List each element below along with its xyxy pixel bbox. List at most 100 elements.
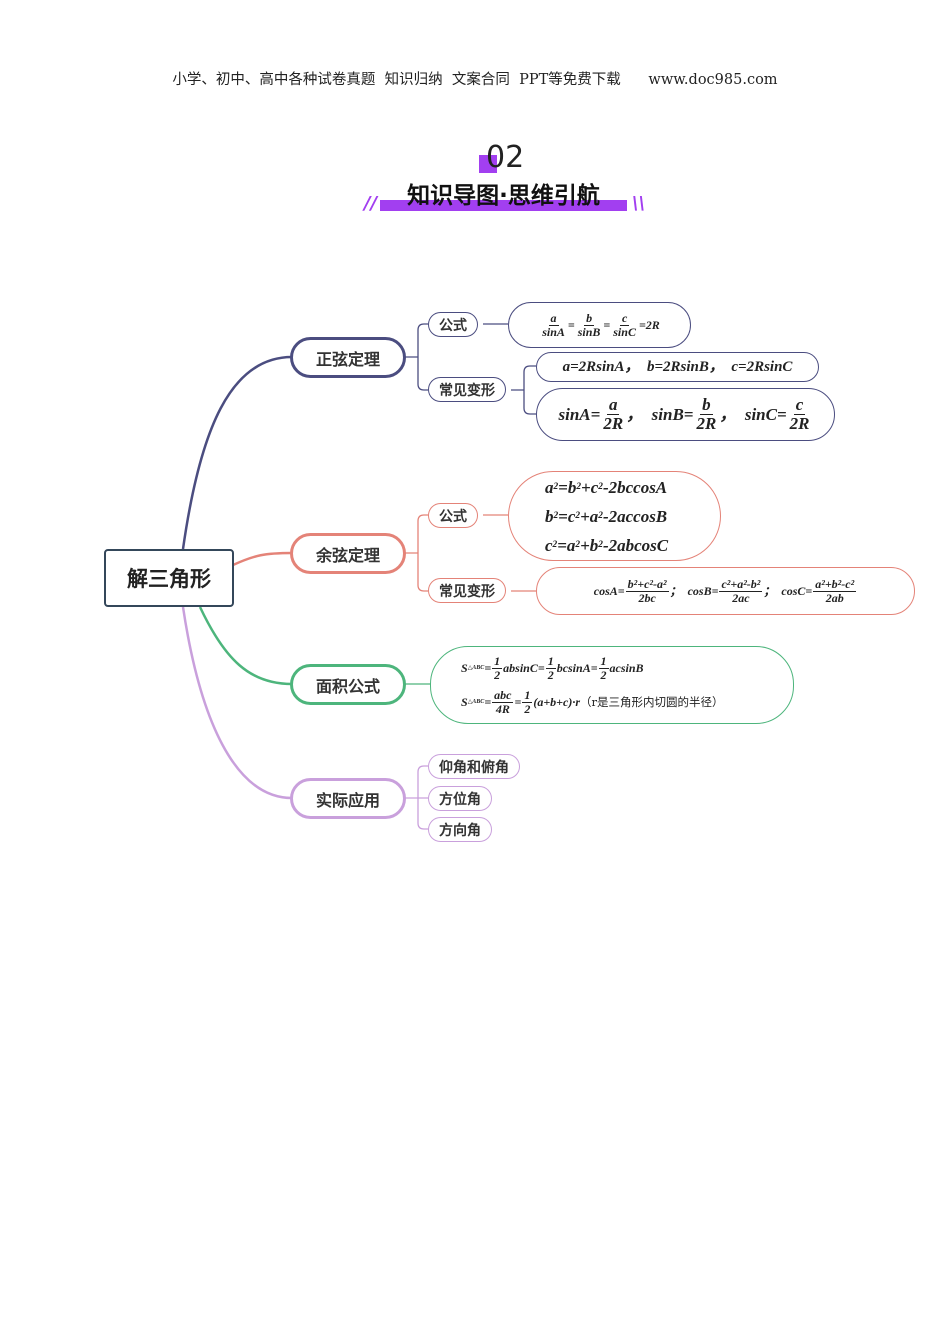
sine-variant1-box: a=2RsinA， b=2RsinB， c=2RsinC bbox=[536, 352, 819, 382]
numerator: 1 bbox=[545, 653, 556, 669]
formula-text: sinA= bbox=[558, 405, 601, 424]
numerator: 1 bbox=[522, 687, 533, 703]
superscript: 2 bbox=[552, 539, 558, 550]
formula-text: -2bccosA bbox=[602, 477, 668, 497]
practical-application-node: 实际应用 bbox=[290, 778, 406, 819]
formula-text: +c bbox=[581, 477, 599, 497]
numerator: a bbox=[548, 310, 559, 326]
formula-text: +b bbox=[580, 535, 599, 555]
formula-text: =a bbox=[557, 535, 576, 555]
formula-text: ； cosC= bbox=[763, 583, 813, 598]
area-formula-node: 面积公式 bbox=[290, 664, 406, 705]
section-number: 02 bbox=[486, 140, 525, 175]
superscript: 2 bbox=[553, 510, 559, 521]
numerator: c²+a²-b² bbox=[719, 576, 763, 592]
superscript: 2 bbox=[575, 510, 581, 521]
connector-root-area bbox=[198, 606, 293, 686]
connector-root-sine bbox=[181, 355, 293, 550]
formula-text: =b bbox=[558, 477, 577, 497]
subscript: △ABC bbox=[467, 699, 485, 705]
denominator: 2R bbox=[789, 414, 810, 433]
numerator: 1 bbox=[598, 653, 609, 669]
formula-text: acsinB bbox=[609, 661, 644, 675]
formula-text: c bbox=[545, 535, 553, 555]
numerator: b bbox=[700, 395, 713, 415]
numerator: b²+c²-a² bbox=[625, 576, 669, 592]
section-title: 知识导图·思维引航 bbox=[407, 183, 600, 209]
formula-text: ； cosB= bbox=[669, 583, 719, 598]
formula-text: =c bbox=[558, 506, 576, 526]
formula-text: = bbox=[514, 695, 522, 709]
denominator: sinC bbox=[613, 324, 636, 339]
numerator: a bbox=[606, 395, 620, 415]
superscript: 2 bbox=[598, 539, 603, 550]
formula: a=2RsinA， b=2RsinB， c=2RsinC bbox=[563, 353, 793, 382]
section-number-accent bbox=[479, 155, 497, 173]
cosine-formula-label: 公式 bbox=[428, 503, 478, 528]
root-node: 解三角形 bbox=[104, 549, 234, 607]
formula-text: = bbox=[603, 317, 611, 332]
slash-decoration-right: \\ bbox=[632, 193, 646, 214]
formula-text: cosA= bbox=[593, 583, 625, 598]
formula-text: +a bbox=[580, 506, 599, 526]
numerator: c bbox=[619, 310, 630, 326]
formula-text: -2accosB bbox=[602, 506, 668, 526]
subscript: △ABC bbox=[467, 665, 485, 671]
sine-variant-label: 常见变形 bbox=[428, 377, 506, 402]
practical-item-direction: 方向角 bbox=[428, 817, 492, 842]
formula-text: ， sinB= bbox=[626, 405, 694, 424]
formula-note: （r是三角形内切圆的半径） bbox=[580, 695, 724, 709]
formula-text: a bbox=[545, 477, 554, 497]
denominator: 2 bbox=[494, 667, 501, 682]
cosine-variant-label: 常见变形 bbox=[428, 578, 506, 603]
superscript: 2 bbox=[598, 510, 603, 521]
slash-decoration-left: // bbox=[364, 193, 378, 214]
denominator: 2 bbox=[600, 667, 607, 682]
formula-text: -2abcosC bbox=[602, 535, 669, 555]
denominator: 2 bbox=[547, 667, 554, 682]
formula-text: absinC= bbox=[503, 661, 545, 675]
superscript: 2 bbox=[598, 481, 603, 492]
practical-item-elevation-depression: 仰角和俯角 bbox=[428, 754, 520, 779]
formula-text: S bbox=[461, 695, 468, 709]
denominator: 4R bbox=[495, 701, 510, 716]
numerator: b bbox=[584, 310, 595, 326]
formula-text: = bbox=[567, 317, 575, 332]
connector-root-practical bbox=[181, 606, 293, 800]
formula-text: = bbox=[484, 661, 492, 675]
cosine-law-node: 余弦定理 bbox=[290, 533, 406, 574]
denominator: 2R bbox=[696, 414, 717, 433]
numerator: c bbox=[793, 395, 806, 415]
formula-text: S bbox=[461, 661, 468, 675]
formula-text: ， sinC= bbox=[719, 405, 787, 424]
section-title-highlight bbox=[380, 200, 627, 211]
superscript: 2 bbox=[553, 481, 559, 492]
denominator: 2 bbox=[524, 701, 531, 716]
formula-text: b bbox=[545, 506, 554, 526]
denominator: 2bc bbox=[638, 590, 656, 605]
sine-law-node: 正弦定理 bbox=[290, 337, 406, 378]
